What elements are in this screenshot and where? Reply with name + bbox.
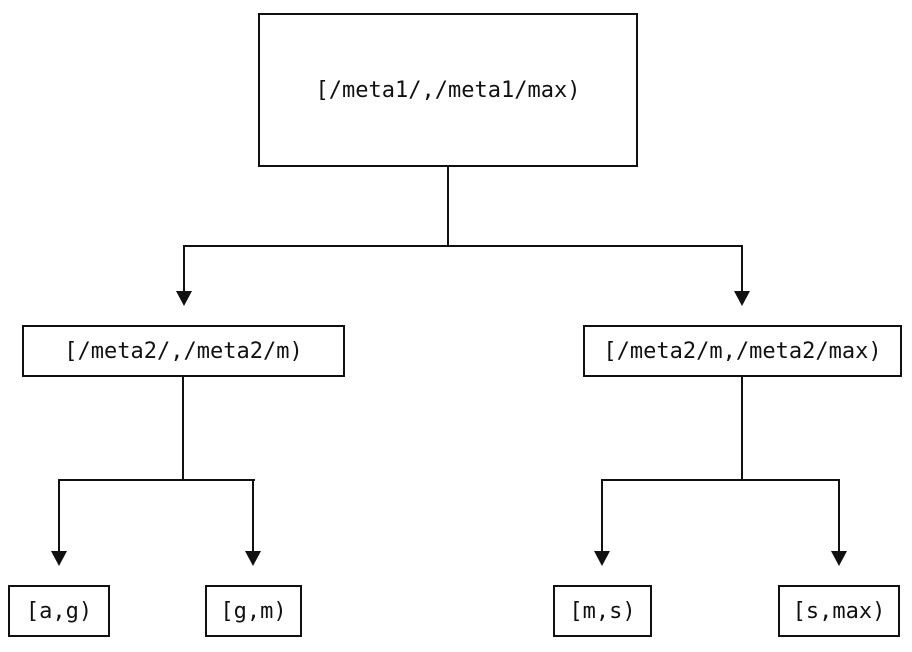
arrow-down-icon: [51, 551, 67, 566]
node-meta2-right: [/meta2/m,/meta2/max): [583, 325, 902, 377]
edge-right-crossbar: [601, 479, 840, 481]
arrow-down-icon: [245, 551, 261, 566]
node-meta2-left-label: [/meta2/,/meta2/m): [64, 338, 303, 364]
node-root-label: [/meta1/,/meta1/max): [315, 77, 581, 103]
arrow-down-icon: [734, 291, 750, 306]
arrow-down-icon: [176, 291, 192, 306]
node-leaf-ms: [m,s): [553, 585, 652, 637]
node-meta2-left: [/meta2/,/meta2/m): [22, 325, 345, 377]
node-leaf-ag: [a,g): [8, 585, 110, 637]
edge-left-crossbar: [58, 479, 255, 481]
edge-right-right-drop: [838, 479, 840, 551]
edge-left-left-drop: [58, 479, 60, 551]
arrow-down-icon: [594, 551, 610, 566]
arrow-down-icon: [831, 551, 847, 566]
node-leaf-ag-label: [a,g): [25, 598, 93, 624]
edge-root-crossbar: [183, 245, 743, 247]
edge-left-stem: [182, 377, 184, 480]
edge-root-right-drop: [741, 245, 743, 291]
node-leaf-smax: [s,max): [778, 585, 900, 637]
node-leaf-gm: [g,m): [205, 585, 302, 637]
edge-right-left-drop: [601, 479, 603, 551]
node-meta2-right-label: [/meta2/m,/meta2/max): [603, 338, 882, 364]
node-root: [/meta1/,/meta1/max): [258, 13, 638, 167]
edge-root-stem: [447, 167, 449, 247]
node-leaf-gm-label: [g,m): [220, 598, 287, 624]
edge-right-stem: [741, 377, 743, 480]
edge-left-right-drop: [252, 479, 254, 551]
node-leaf-ms-label: [m,s): [569, 598, 636, 624]
node-leaf-smax-label: [s,max): [792, 598, 886, 624]
edge-root-left-drop: [183, 245, 185, 291]
